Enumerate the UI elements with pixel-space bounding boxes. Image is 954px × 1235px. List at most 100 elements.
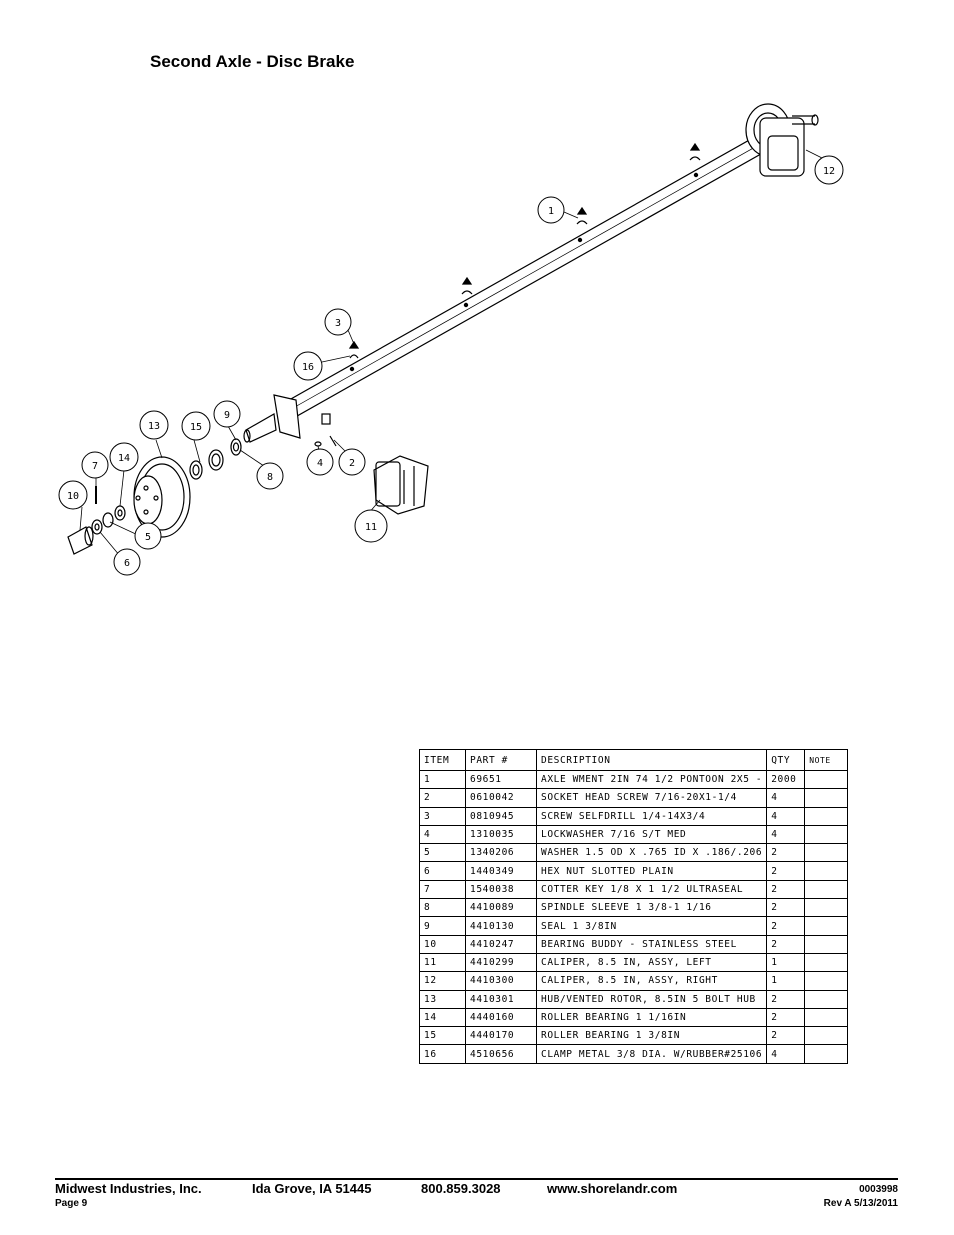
callout-10-label: 10: [67, 491, 79, 502]
axle-tube: [281, 133, 769, 421]
cell-note: [804, 824, 849, 845]
cell-part-number: 4410130: [465, 916, 537, 936]
callout-9: [213, 400, 241, 428]
footer-company: Midwest Industries, Inc.: [55, 1181, 202, 1196]
cell-qty: 1: [766, 952, 806, 973]
cell-item: 15: [419, 1026, 466, 1046]
cell-part-number: 4510656: [465, 1044, 537, 1064]
cell-description: ROLLER BEARING 1 3/8IN: [535, 1026, 768, 1046]
cell-description: SPINDLE SLEEVE 1 3/8-1 1/16: [535, 898, 768, 918]
cell-part-number: 4410299: [465, 952, 537, 973]
callout-14-label: 14: [118, 453, 130, 464]
cell-item: 11: [419, 952, 466, 973]
cell-item: 13: [419, 989, 466, 1009]
cell-qty: 2: [766, 1007, 806, 1028]
left-caliper: [373, 455, 429, 515]
cell-note: [804, 989, 849, 1009]
cell-part-number: 4440160: [465, 1007, 537, 1028]
footer-location: Ida Grove, IA 51445: [252, 1181, 372, 1196]
callout-15-label: 15: [190, 422, 202, 433]
callout-16-label: 16: [302, 362, 314, 373]
callout-6: [113, 548, 141, 576]
cell-qty: 4: [766, 1044, 806, 1064]
footer-website[interactable]: www.shorelandr.com: [547, 1181, 678, 1196]
cell-description: WASHER 1.5 OD X .765 ID X .186/.206: [535, 843, 768, 863]
cell-note: [804, 971, 849, 991]
callout-13-label: 13: [148, 421, 160, 432]
callout-3: [324, 308, 352, 336]
cell-item: 16: [419, 1044, 466, 1064]
cell-note: [804, 806, 849, 826]
cell-item: 2: [419, 788, 466, 808]
cell-part-number: 1540038: [465, 879, 537, 900]
cell-part-number: 1340206: [465, 843, 537, 863]
footer-revision: Rev A 5/13/2011: [823, 1198, 898, 1209]
cell-qty: 4: [766, 806, 806, 826]
cell-note: [804, 1007, 849, 1028]
callout-14: [109, 442, 139, 472]
cell-item: 10: [419, 934, 466, 954]
cell-description: SCREW SELFDRILL 1/4-14X3/4: [535, 806, 768, 826]
callout-12-label: 12: [823, 166, 835, 177]
cell-item: 1: [419, 769, 466, 790]
cell-description: HEX NUT SLOTTED PLAIN: [535, 861, 768, 881]
cell-description: ROLLER BEARING 1 1/16IN: [535, 1007, 768, 1028]
cell-description: AXLE WMENT 2IN 74 1/2 PONTOON 2X5 -: [535, 769, 768, 790]
page-title: Second Axle - Disc Brake: [150, 52, 355, 71]
cell-description: CALIPER, 8.5 IN, ASSY, RIGHT: [535, 971, 768, 991]
callout-8: [256, 462, 284, 490]
cell-note: [804, 934, 849, 954]
cell-qty: 4: [766, 824, 806, 845]
cell-item: 3: [419, 806, 466, 826]
exploded-axle-diagram: 1 2 3 4 5 6 7 8 9 10 11 12 13 14 15 16: [58, 103, 844, 576]
left-spindle: [243, 394, 301, 443]
cell-description: CALIPER, 8.5 IN, ASSY, LEFT: [535, 952, 768, 973]
cell-qty: 2: [766, 1026, 806, 1046]
cell-note: [804, 843, 849, 863]
cell-note: [804, 898, 849, 918]
callout-5-label: 5: [145, 532, 151, 543]
cell-qty: 2: [766, 934, 806, 954]
callout-1-label: 1: [548, 206, 554, 217]
footer-phone: 800.859.3028: [421, 1181, 501, 1196]
callout-2: [338, 448, 366, 476]
callout-7-label: 7: [92, 461, 98, 472]
cell-part-number: 1310035: [465, 824, 537, 845]
cell-description: LOCKWASHER 7/16 S/T MED: [535, 824, 768, 845]
cell-description: SOCKET HEAD SCREW 7/16-20X1-1/4: [535, 788, 768, 808]
cell-note: [804, 1044, 849, 1064]
callout-3-label: 3: [335, 318, 341, 329]
cell-part-number: 0810945: [465, 806, 537, 826]
cell-part-number: 4410300: [465, 971, 537, 991]
cell-qty: 2: [766, 843, 806, 863]
cell-note: [804, 788, 849, 808]
header-item: ITEM: [419, 749, 466, 771]
right-hub-assembly: [745, 103, 819, 177]
cell-qty: 2: [766, 898, 806, 918]
header-qty: QTY: [766, 749, 806, 771]
cell-qty: 2: [766, 989, 806, 1009]
cell-part-number: 69651: [465, 769, 537, 790]
cell-description: COTTER KEY 1/8 X 1 1/2 ULTRASEAL: [535, 879, 768, 900]
cell-part-number: 1440349: [465, 861, 537, 881]
cell-part-number: 4410301: [465, 989, 537, 1009]
cell-item: 4: [419, 824, 466, 845]
cell-description: CLAMP METAL 3/8 DIA. W/RUBBER#25106: [535, 1044, 768, 1064]
small-parts: [67, 438, 242, 555]
callout-6-label: 6: [124, 558, 130, 569]
header-note: NOTE: [804, 749, 849, 771]
cell-note: [804, 879, 849, 900]
cell-description: HUB/VENTED ROTOR, 8.5IN 5 BOLT HUB: [535, 989, 768, 1009]
cell-item: 5: [419, 843, 466, 863]
cell-note: [804, 952, 849, 973]
